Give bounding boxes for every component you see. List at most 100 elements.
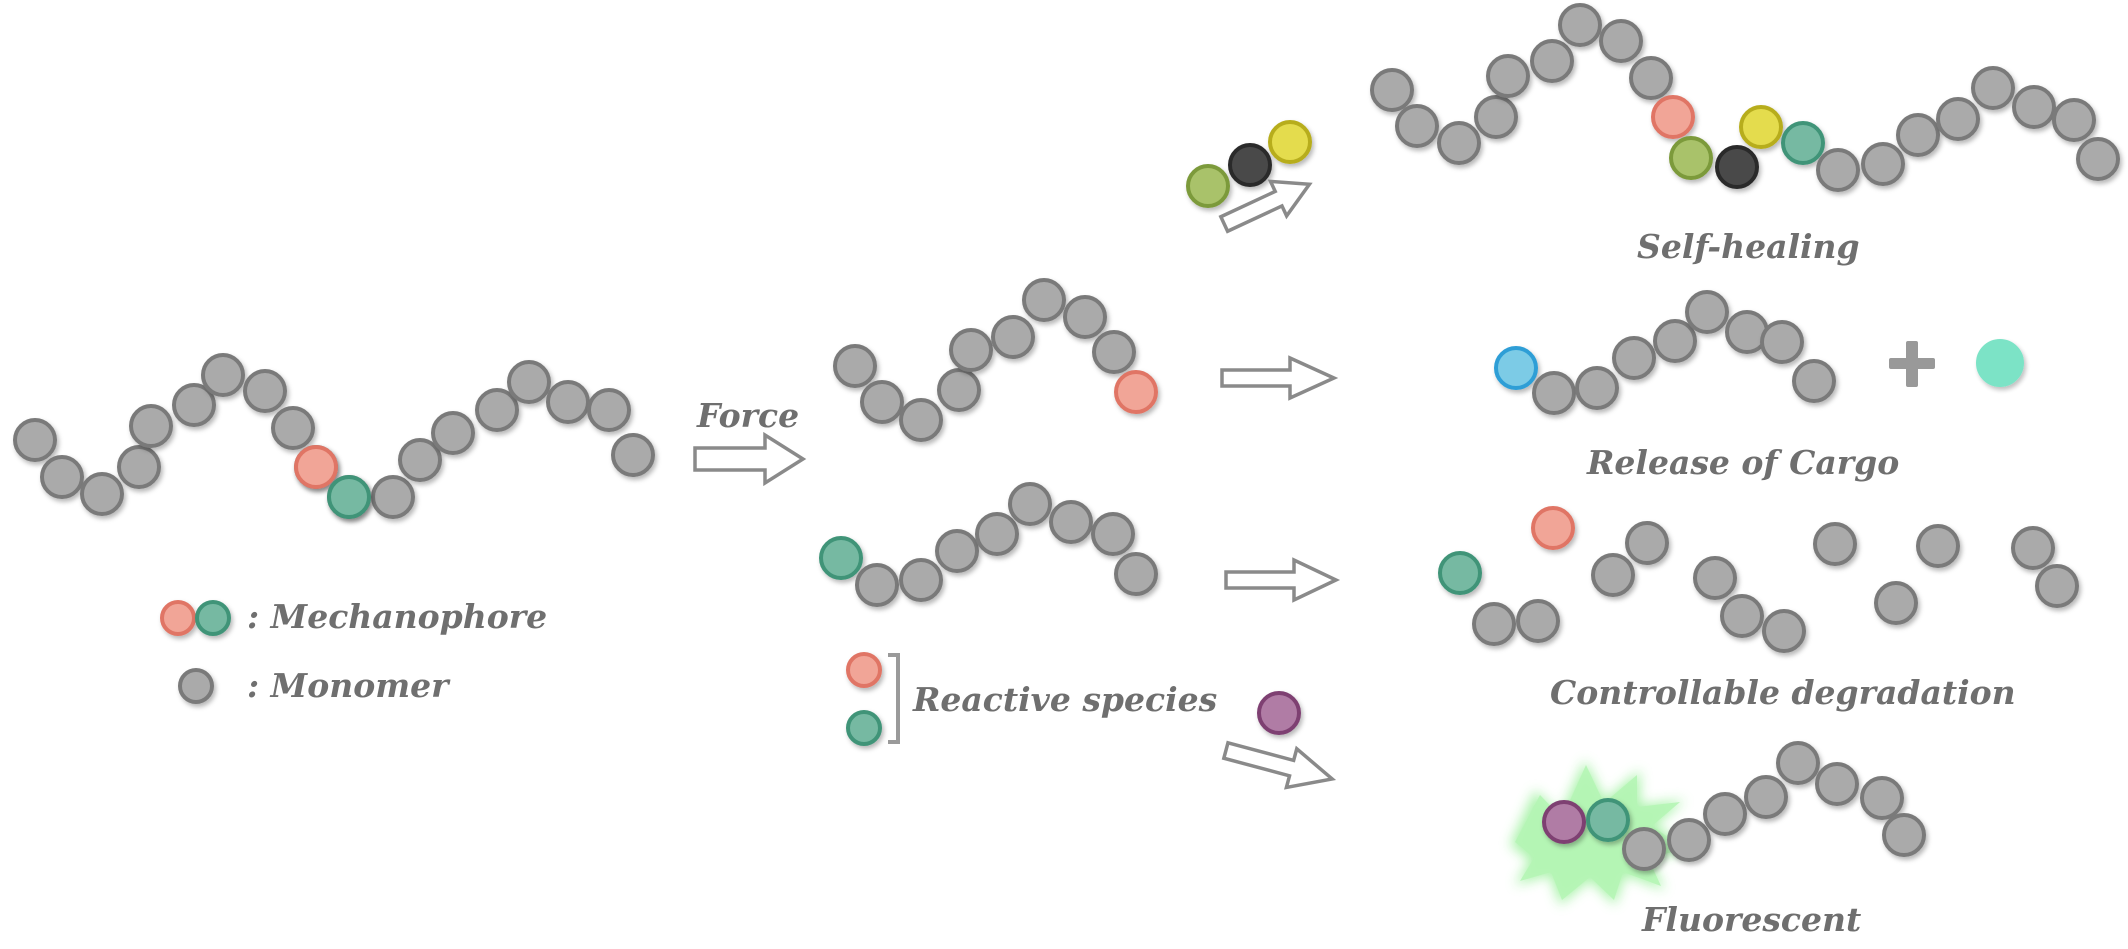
monomer-bead [1437, 121, 1481, 165]
mechanophore-green-bead [1781, 121, 1825, 165]
monomer-bead [1653, 319, 1697, 363]
monomer-bead [937, 368, 981, 412]
fluorescent-chain [1542, 741, 1926, 871]
fragment-chain-green-end [819, 482, 1158, 607]
monomer-bead [1667, 818, 1711, 862]
monomer-bead [2012, 85, 2056, 129]
legend [160, 600, 231, 704]
monomer-bead [172, 383, 216, 427]
monomer-bead [2035, 564, 2079, 608]
mechanophore-label: : Mechanophore [247, 597, 547, 636]
monomer-bead [398, 438, 442, 482]
monomer-bead [949, 328, 993, 372]
yellow-bead [1268, 120, 1312, 164]
monomer-bead [975, 512, 1019, 556]
cargo-teal-bead [1976, 339, 2024, 387]
monomer-bead [1776, 741, 1820, 785]
monomer-bead [178, 668, 214, 704]
monomer-bead [1936, 97, 1980, 141]
monomer-bead [1395, 104, 1439, 148]
monomer-bead [40, 455, 84, 499]
mechanophore-green-bead [846, 710, 882, 746]
monomer-bead [1558, 3, 1602, 47]
monomer-bead [1861, 142, 1905, 186]
olive-bead [1669, 136, 1713, 180]
controllable-degradation-label: Controllable degradation [1550, 673, 2016, 712]
mechanophore-red-bead [846, 652, 882, 688]
monomer-bead [1612, 336, 1656, 380]
monomer-bead [129, 404, 173, 448]
mechanophore-green-bead [1438, 551, 1482, 595]
monomer-bead [587, 388, 631, 432]
arrow-icon [1224, 557, 1341, 603]
monomer-bead [935, 529, 979, 573]
monomer-bead [1599, 19, 1643, 63]
monomer-bead [1575, 366, 1619, 410]
monomer-bead [1703, 792, 1747, 836]
monomer-bead [1622, 827, 1666, 871]
free-species [846, 120, 1312, 746]
purple-bead [1542, 800, 1586, 844]
arrow-icon [1221, 740, 1337, 790]
monomer-bead [507, 360, 551, 404]
monomer-bead [1530, 39, 1574, 83]
fragment-chain-red-end [833, 278, 1158, 442]
monomer-bead [1370, 68, 1414, 112]
fluorescent-label: Fluorescent [1641, 900, 1861, 939]
monomer-bead [1532, 371, 1576, 415]
monomer-bead [855, 563, 899, 607]
monomer-bead [1591, 553, 1635, 597]
release-of-cargo-label: Release of Cargo [1586, 443, 1899, 482]
monomer-bead [475, 388, 519, 432]
monomer-bead [1896, 113, 1940, 157]
monomer-bead [1049, 500, 1093, 544]
original-polymer-chain [13, 353, 655, 519]
monomer-bead [1063, 295, 1107, 339]
monomer-bead [117, 445, 161, 489]
monomer-bead [1882, 813, 1926, 857]
monomer-bead [271, 406, 315, 450]
monomer-bead [1792, 359, 1836, 403]
monomer-bead [546, 380, 590, 424]
monomer-bead [1693, 556, 1737, 600]
arrow-icon [1218, 179, 1313, 234]
monomer-bead [1092, 330, 1136, 374]
purple-bead [1257, 691, 1301, 735]
dark-bead [1715, 145, 1759, 189]
self-healed-chain [1370, 3, 2120, 192]
monomer-bead [1760, 320, 1804, 364]
monomer-bead [1091, 512, 1135, 556]
monomer-bead [1474, 95, 1518, 139]
monomer-bead [1472, 602, 1516, 646]
monomer-bead [13, 418, 57, 462]
monomer-bead [1625, 521, 1669, 565]
plus-icon [1889, 341, 1935, 387]
self-healing-label: Self-healing [1637, 227, 1860, 266]
arrows [693, 179, 1341, 790]
monomer-bead [1022, 278, 1066, 322]
monomer-bead [1813, 522, 1857, 566]
monomer-bead [1762, 609, 1806, 653]
mechanophore-red-bead [1114, 370, 1158, 414]
mechanophore-green-bead [195, 600, 231, 636]
monomer-bead [201, 353, 245, 397]
mechanophore-green-bead [1586, 798, 1630, 842]
monomer-bead [1860, 776, 1904, 820]
mechanophore-green-bead [819, 536, 863, 580]
monomer-bead [431, 411, 475, 455]
reactive-species-label: Reactive species [912, 680, 1217, 719]
monomer-bead [2052, 98, 2096, 142]
monomer-bead [1114, 552, 1158, 596]
monomer-bead [2076, 137, 2120, 181]
cargo-bead [1494, 346, 1538, 390]
degradation-fragments [1438, 506, 2079, 653]
monomer-bead [611, 433, 655, 477]
bracket-icon [888, 653, 900, 744]
mechanophore-red-bead [160, 600, 196, 636]
force-arrow-icon [693, 431, 807, 487]
monomer-bead [1874, 581, 1918, 625]
arrow-icon [1220, 355, 1339, 401]
mechanophore-green-bead [327, 475, 371, 519]
monomer-bead [833, 344, 877, 388]
